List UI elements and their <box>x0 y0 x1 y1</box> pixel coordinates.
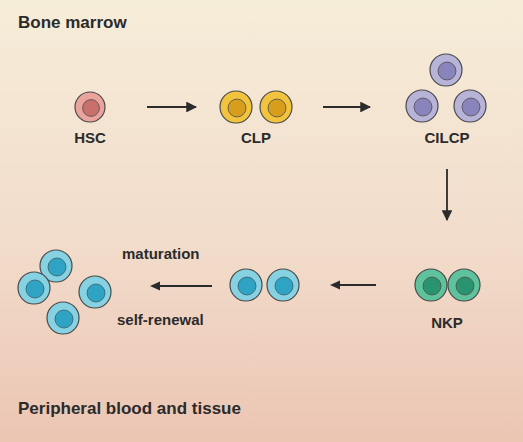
cell-stage-node: CILCP <box>370 45 523 169</box>
cell-symbol <box>260 91 292 123</box>
cell-symbol <box>415 269 447 301</box>
cell-body <box>79 276 111 308</box>
cell-nucleus <box>83 100 100 117</box>
cell-body <box>454 90 486 122</box>
cell-stage-label: NKP <box>387 314 507 332</box>
cell-nucleus <box>55 310 73 328</box>
cell-symbol <box>75 92 105 122</box>
cell-nucleus <box>87 284 105 302</box>
nk-cell-cluster <box>18 250 111 334</box>
cell-body <box>75 92 105 122</box>
cell-stage-node: HSC <box>33 60 147 154</box>
region-label: self-renewal <box>117 311 204 328</box>
cell-stage-node: CLP <box>196 60 323 154</box>
arrow-connector <box>323 106 370 108</box>
nk-cell-pair <box>230 269 299 301</box>
cell-nucleus <box>423 277 441 295</box>
cell-nucleus <box>462 98 480 116</box>
cell-symbol <box>406 90 438 122</box>
cell-nucleus <box>438 62 456 80</box>
cell-nucleus <box>414 98 432 116</box>
cell-nucleus <box>48 258 66 276</box>
cell-nucleus <box>268 99 286 117</box>
cell-body <box>448 269 480 301</box>
cell-body <box>230 269 262 301</box>
cell-symbol <box>220 91 252 123</box>
cell-body <box>406 90 438 122</box>
cell-illustration <box>370 45 523 169</box>
cell-stage-label: CILCP <box>387 129 507 147</box>
region-label: Bone marrow <box>18 13 127 33</box>
cell-nucleus <box>238 277 256 295</box>
cell-stage-node: NKP <box>400 220 494 336</box>
cell-body <box>260 91 292 123</box>
arrow-line <box>338 284 376 286</box>
cell-stage-label: HSC <box>30 129 150 147</box>
cell-body <box>415 269 447 301</box>
arrow-connector <box>147 106 196 108</box>
arrow-head <box>330 281 340 290</box>
region-label: Peripheral blood and tissue <box>18 399 241 419</box>
cell-body <box>430 54 462 86</box>
arrow-line <box>158 285 212 287</box>
cell-body <box>220 91 252 123</box>
cell-nucleus <box>228 99 246 117</box>
cell-symbol <box>430 54 462 86</box>
cell-symbol <box>454 90 486 122</box>
cell-body <box>47 302 79 334</box>
cell-stage-label: CLP <box>196 129 316 147</box>
cell-body <box>267 269 299 301</box>
cell-nucleus <box>456 277 474 295</box>
arrow-connector <box>446 169 448 220</box>
region-label: maturation <box>122 245 200 262</box>
cell-symbol <box>448 269 480 301</box>
arrow-head <box>150 282 160 291</box>
cell-nucleus <box>26 280 44 298</box>
cell-nucleus <box>275 277 293 295</box>
cell-body <box>18 272 50 304</box>
